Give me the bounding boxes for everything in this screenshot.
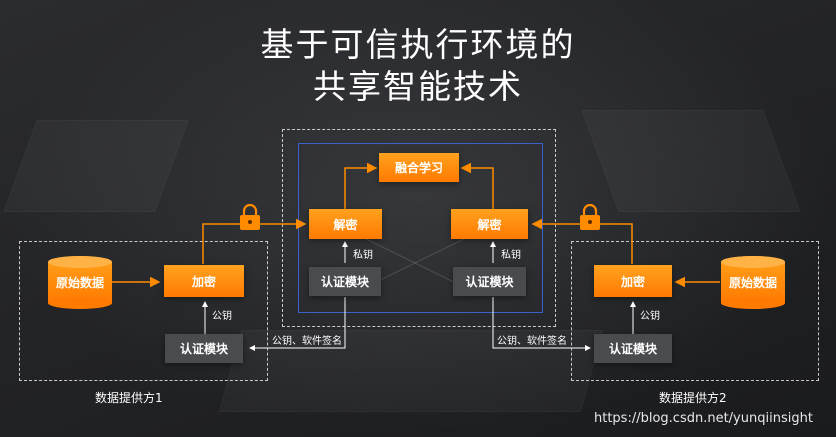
- lock-icon-1: [240, 203, 260, 230]
- database-icon-2: [721, 256, 785, 309]
- auth-module-box-tee-1: 认证模块: [309, 267, 381, 296]
- auth-module-box-1: 认证模块: [165, 334, 243, 363]
- private-key-label-1: 私钥: [353, 250, 373, 261]
- attestation-label-1: 公钥、软件签名: [272, 336, 342, 347]
- decrypt-box-1: 解密: [309, 209, 382, 239]
- database-icon-1: [48, 256, 112, 309]
- public-key-label-2: 公钥: [640, 311, 660, 322]
- fusion-learning-box: 融合学习: [379, 153, 459, 182]
- arrow-decrypt-to-fusion-2: [460, 162, 494, 209]
- public-key-label-1: 公钥: [212, 311, 232, 322]
- arrow-decrypt-to-fusion-1: [344, 162, 378, 209]
- encrypt-box-2: 加密: [594, 265, 672, 297]
- attestation-label-2: 公钥、软件签名: [497, 336, 567, 347]
- provider2-caption: 数据提供方2: [659, 391, 727, 405]
- title-line-2: 共享智能技术: [313, 67, 523, 106]
- watermark-url: https://blog.csdn.net/yunqiinsight: [594, 411, 813, 426]
- tee-outer-region: [282, 129, 556, 327]
- provider2-region: [571, 241, 819, 381]
- arrow-encrypt-to-decrypt-2: [531, 218, 633, 264]
- auth-module-box-tee-2: 认证模块: [453, 267, 526, 296]
- provider1-region: [19, 241, 268, 381]
- private-key-label-2: 私钥: [501, 250, 521, 261]
- encrypt-box-1: 加密: [164, 265, 244, 297]
- title-line-1: 基于可信执行环境的: [260, 25, 576, 64]
- arrow-attestation-1: [249, 297, 346, 351]
- provider1-caption: 数据提供方1: [95, 391, 163, 405]
- arrow-encrypt-to-decrypt-1: [202, 218, 307, 264]
- decrypt-box-2: 解密: [451, 209, 528, 239]
- arrow-attestation-2: [492, 297, 591, 351]
- auth-module-box-2: 认证模块: [594, 334, 672, 363]
- lock-icon-2: [580, 203, 600, 230]
- raw-data-label-1: 原始数据: [55, 276, 104, 290]
- raw-data-label-2: 原始数据: [728, 276, 777, 290]
